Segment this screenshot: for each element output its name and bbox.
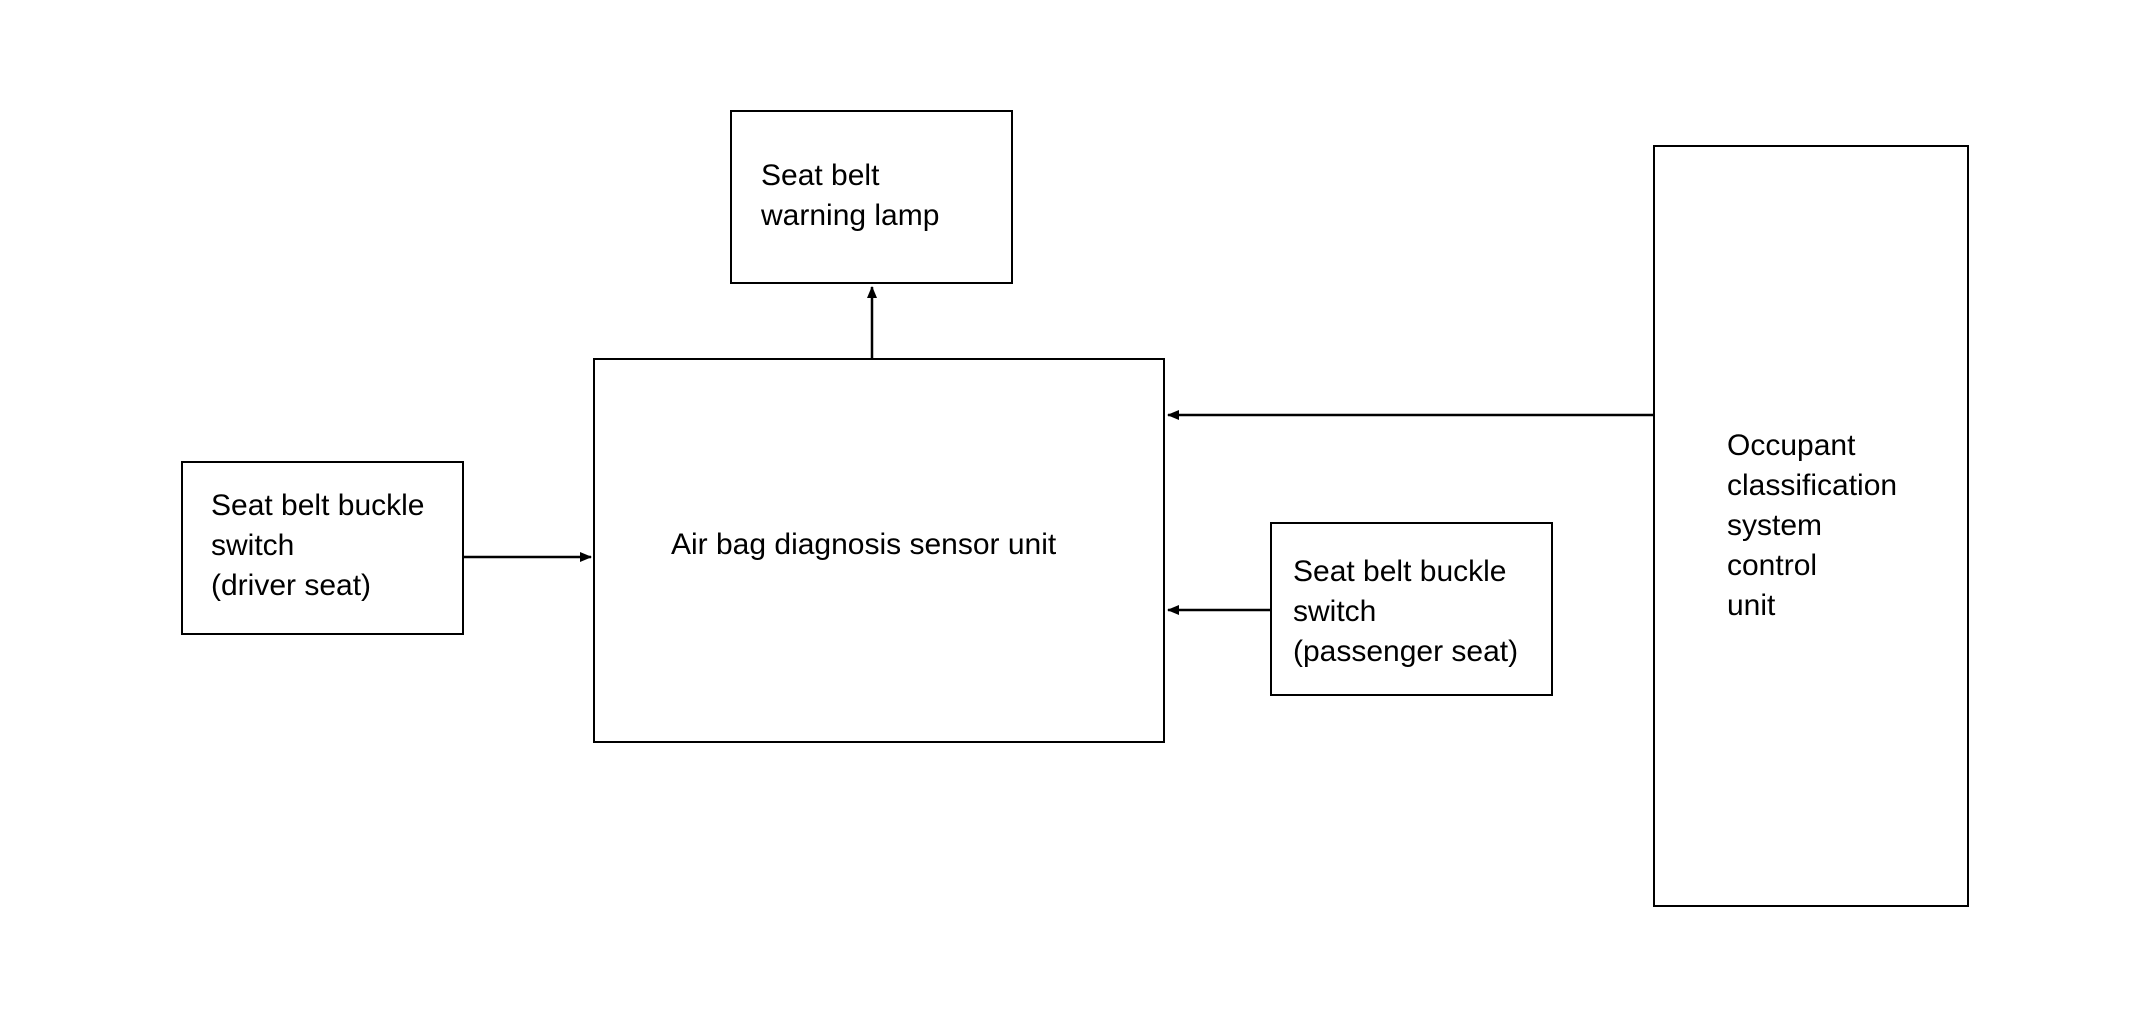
sensor-unit-box <box>593 358 1165 743</box>
driver-switch-box <box>181 461 464 635</box>
label-line: switch <box>211 529 295 562</box>
label-line: warning lamp <box>761 199 940 232</box>
warning-lamp-box <box>730 110 1013 284</box>
passenger-switch-box <box>1270 522 1553 696</box>
occupant-unit-box <box>1653 145 1969 907</box>
label-line: Occupant <box>1727 429 1856 462</box>
driver-switch-label: Seat belt buckle switch (driver seat) <box>211 486 424 606</box>
passenger-switch-label: Seat belt buckle switch (passenger seat) <box>1293 552 1518 672</box>
warning-lamp-label: Seat belt warning lamp <box>761 156 939 236</box>
label-line: Air bag diagnosis sensor unit <box>671 528 1057 561</box>
label-line: unit <box>1727 589 1776 622</box>
occupant-unit-label: Occupant classification system control u… <box>1727 426 1897 626</box>
label-line: Seat belt buckle <box>1293 555 1507 588</box>
label-line: switch <box>1293 595 1377 628</box>
sensor-unit-label: Air bag diagnosis sensor unit <box>671 525 1056 565</box>
label-line: (driver seat) <box>211 569 372 602</box>
label-line: system <box>1727 509 1823 542</box>
label-line: classification <box>1727 469 1898 502</box>
label-line: control <box>1727 549 1818 582</box>
label-line: Seat belt <box>761 159 880 192</box>
label-line: Seat belt buckle <box>211 489 425 522</box>
label-line: (passenger seat) <box>1293 635 1519 668</box>
